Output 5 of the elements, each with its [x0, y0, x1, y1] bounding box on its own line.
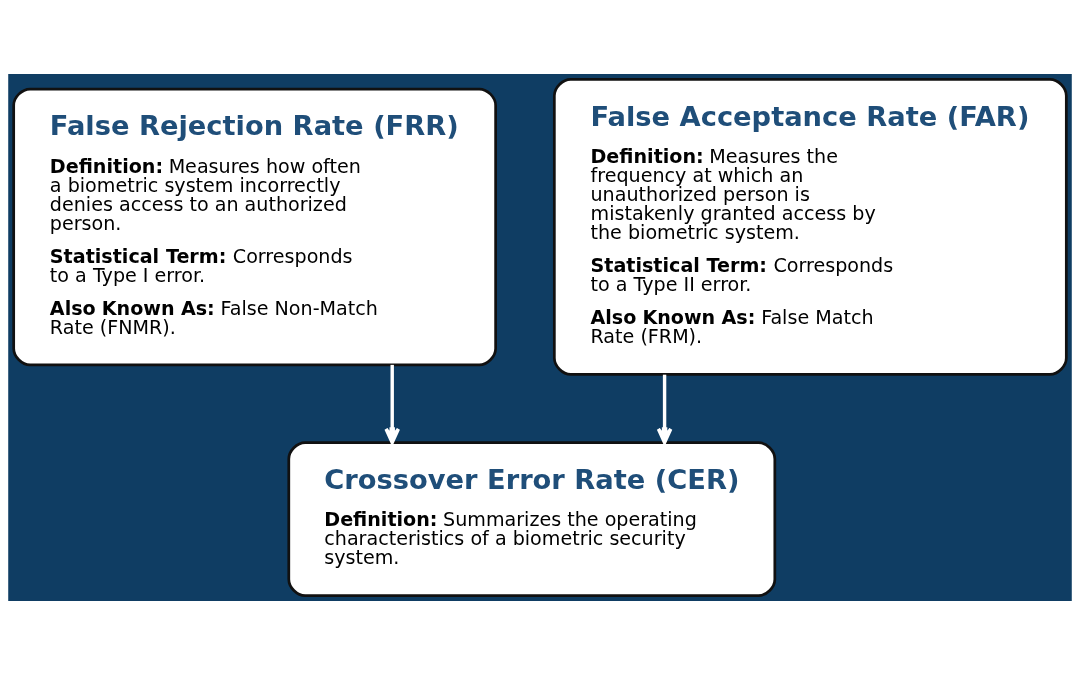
node-box: False Rejection Rate (FRR) Definition: Measures how often a biometric system incorrectly denies access to an authorized person. Statistical Term: Corresponds to a Type I error. Also Known As: False Non-Match Rate (FNMR). — [12, 87, 497, 367]
node-box: Crossover Error Rate (CER) Definition: Summarizes the operating characteristics of a biometric security system. — [287, 441, 777, 597]
arrow — [656, 374, 673, 445]
arrow — [384, 364, 401, 445]
node-box: False Acceptance Rate (FAR) Definition: Measures the frequency at which an unauthorized person is mistakenly granted access by the biometric system. Statistical Term: Corresponds to a Type II error. Also Known As: False Match Rate (FRM). — [552, 78, 1068, 376]
